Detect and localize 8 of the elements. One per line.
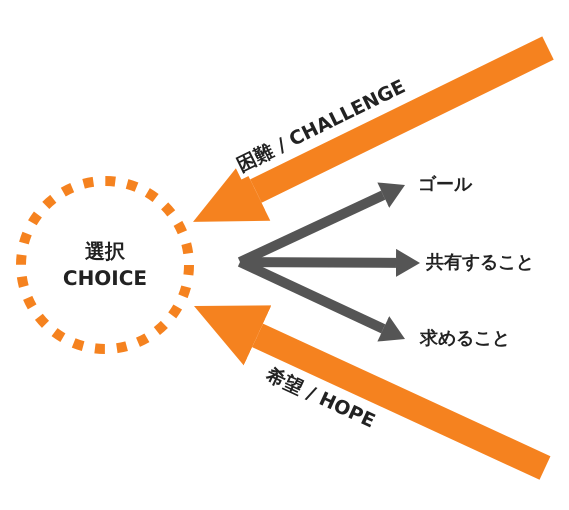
node-label: 共有すること [426,250,534,275]
node-label: 選択 [85,238,125,265]
node-label: ゴール [418,172,472,197]
arrow [194,305,550,480]
node-label: CHOICE [62,265,148,292]
node-label: 求めること [420,326,510,351]
arrow [193,36,554,222]
dotted-circle [15,175,195,355]
